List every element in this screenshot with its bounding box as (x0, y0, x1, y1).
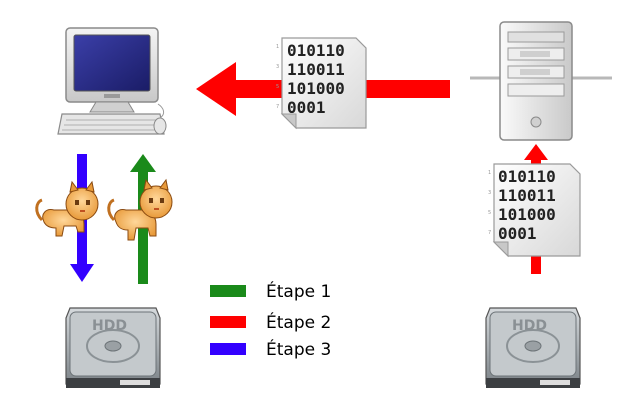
cat-icon (35, 180, 99, 237)
margin-digits-right: 1 3 5 7 (488, 170, 491, 236)
hdd-label-right: HDD (512, 318, 547, 334)
margin-digit: 5 (488, 210, 491, 216)
binary-line: 110011 (498, 186, 556, 205)
margin-digit: 3 (276, 64, 279, 70)
binary-lines-right: 010110 110011 101000 0001 (498, 167, 556, 243)
server-icon (470, 21, 612, 141)
binary-line: 010110 (287, 41, 345, 60)
margin-digit: 1 (488, 170, 491, 176)
binary-document-right: 010110 110011 101000 0001 1 3 5 7 (488, 163, 581, 258)
binary-line: 101000 (287, 79, 345, 98)
margin-digits-left: 1 3 5 7 (276, 44, 279, 110)
binary-line: 101000 (498, 205, 556, 224)
binary-line: 110011 (287, 60, 345, 79)
margin-digit: 1 (276, 44, 279, 50)
margin-digit: 5 (276, 84, 279, 90)
hdd-label-left: HDD (92, 318, 127, 334)
hard-disk-left: HDD (65, 307, 161, 388)
margin-digit: 7 (488, 230, 491, 236)
binary-line: 010110 (498, 167, 556, 186)
binary-document-left: 010110 110011 101000 0001 1 3 5 7 (276, 37, 367, 130)
legend-label-step2: Étape 2 (266, 311, 331, 333)
step2-arrow-head (196, 62, 236, 116)
legend-label-step1: Étape 1 (266, 280, 331, 302)
binary-line: 0001 (287, 98, 326, 117)
legend-label-step3: Étape 3 (266, 338, 331, 360)
margin-digit: 3 (488, 190, 491, 196)
step2-arrow-vertical-head (524, 144, 548, 160)
legend-swatch-step3 (210, 343, 246, 355)
legend-swatch-step1 (210, 285, 246, 297)
binary-line: 0001 (498, 224, 537, 243)
legend-swatch-step2 (210, 316, 246, 328)
margin-digit: 7 (276, 104, 279, 110)
binary-lines-left: 010110 110011 101000 0001 (287, 41, 345, 117)
cat-icon (107, 178, 173, 241)
legend: Étape 1 Étape 2 Étape 3 (210, 280, 331, 360)
hard-disk-right: HDD (485, 307, 581, 388)
computer-icon (57, 27, 167, 135)
